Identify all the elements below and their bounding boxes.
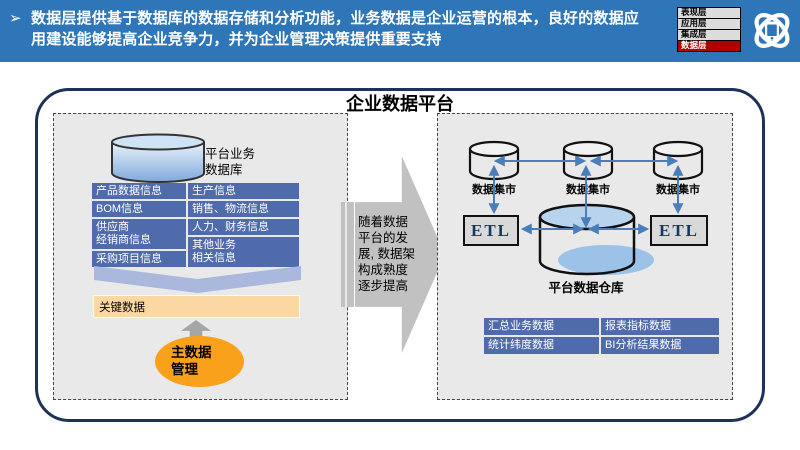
- maturity-bar-small: [341, 202, 345, 307]
- key-data-label: 关键数据: [99, 301, 145, 314]
- table-cell: 汇总业务数据: [484, 318, 599, 335]
- table-cell: 供应商 经销商信息: [92, 219, 186, 249]
- table-cell: BOM信息: [92, 201, 186, 217]
- layer-legend: 表现层 应用层 集成层 数据层: [677, 7, 741, 52]
- top-banner: ➢ 数据层提供基于数据库的数据存储和分析功能，业务数据是企业运营的根本，良好的数…: [0, 0, 800, 62]
- down-chevron-icon: [94, 266, 301, 293]
- data-mart-cylinder-icon: [468, 140, 520, 181]
- warehouse-shadow: [558, 245, 654, 275]
- data-mart-cylinder-icon: [562, 140, 614, 181]
- arrow-bullet-icon: ➢: [9, 10, 22, 27]
- source-data-panel: 平台业务 数据库 产品数据信息 BOM信息 供应商 经销商信息 采购项目信息 生…: [53, 113, 348, 400]
- etl-box-right: ETL: [650, 215, 708, 246]
- table-cell: 产品数据信息: [92, 183, 186, 199]
- diagram-title: 企业数据平台: [346, 94, 454, 114]
- data-mart-label: 数据集市: [472, 184, 516, 196]
- etl-box-left: ETL: [463, 215, 519, 246]
- data-mart-label: 数据集市: [656, 184, 700, 196]
- platform-frame: [35, 88, 765, 422]
- atom-orbit-tablet-icon: [754, 13, 790, 48]
- table-cell: 生产信息: [188, 183, 299, 199]
- data-mart-cylinder-icon: [652, 140, 704, 181]
- data-mart-label: 数据集市: [566, 184, 610, 196]
- business-db-label: 平台业务 数据库: [205, 147, 256, 177]
- business-db-cylinder-icon: [111, 133, 205, 183]
- table-cell: 统计纬度数据: [484, 337, 599, 354]
- table-cell: BI分析结果数据: [601, 337, 719, 354]
- mdm-ellipse: 主数据 管理: [155, 336, 244, 387]
- warehouse-panel: 数据集市 数据集市 数据集市 ETL ETL 平台数据仓库: [437, 113, 733, 400]
- table-cell: 销售、物流信息: [188, 201, 299, 217]
- table-cell: 人力、财务信息: [188, 219, 299, 235]
- result-table-right-column: 报表指标数据 BI分析结果数据: [601, 318, 719, 356]
- banner-text: 数据层提供基于数据库的数据存储和分析功能，业务数据是企业运营的根本，良好的数据应…: [31, 10, 640, 48]
- table-cell: 采购项目信息: [92, 251, 186, 267]
- key-data-bar: 关键数据: [93, 295, 300, 318]
- maturity-bar-large: [347, 202, 354, 307]
- legend-item-data-active: 数据层: [677, 40, 741, 52]
- result-table-left-column: 汇总业务数据 统计纬度数据: [484, 318, 599, 356]
- warehouse-label: 平台数据仓库: [548, 281, 624, 295]
- info-table-right-column: 生产信息 销售、物流信息 人力、财务信息 其他业务 相关信息: [188, 183, 299, 269]
- info-table-left-column: 产品数据信息 BOM信息 供应商 经销商信息 采购项目信息: [92, 183, 186, 269]
- table-cell: 其他业务 相关信息: [188, 237, 299, 267]
- warehouse-cylinder-icon: [538, 203, 636, 276]
- table-cell: 报表指标数据: [601, 318, 719, 335]
- maturity-arrow-text: 随着数据 平台的发 展, 数据架 构成熟度 逐步提高: [358, 215, 415, 293]
